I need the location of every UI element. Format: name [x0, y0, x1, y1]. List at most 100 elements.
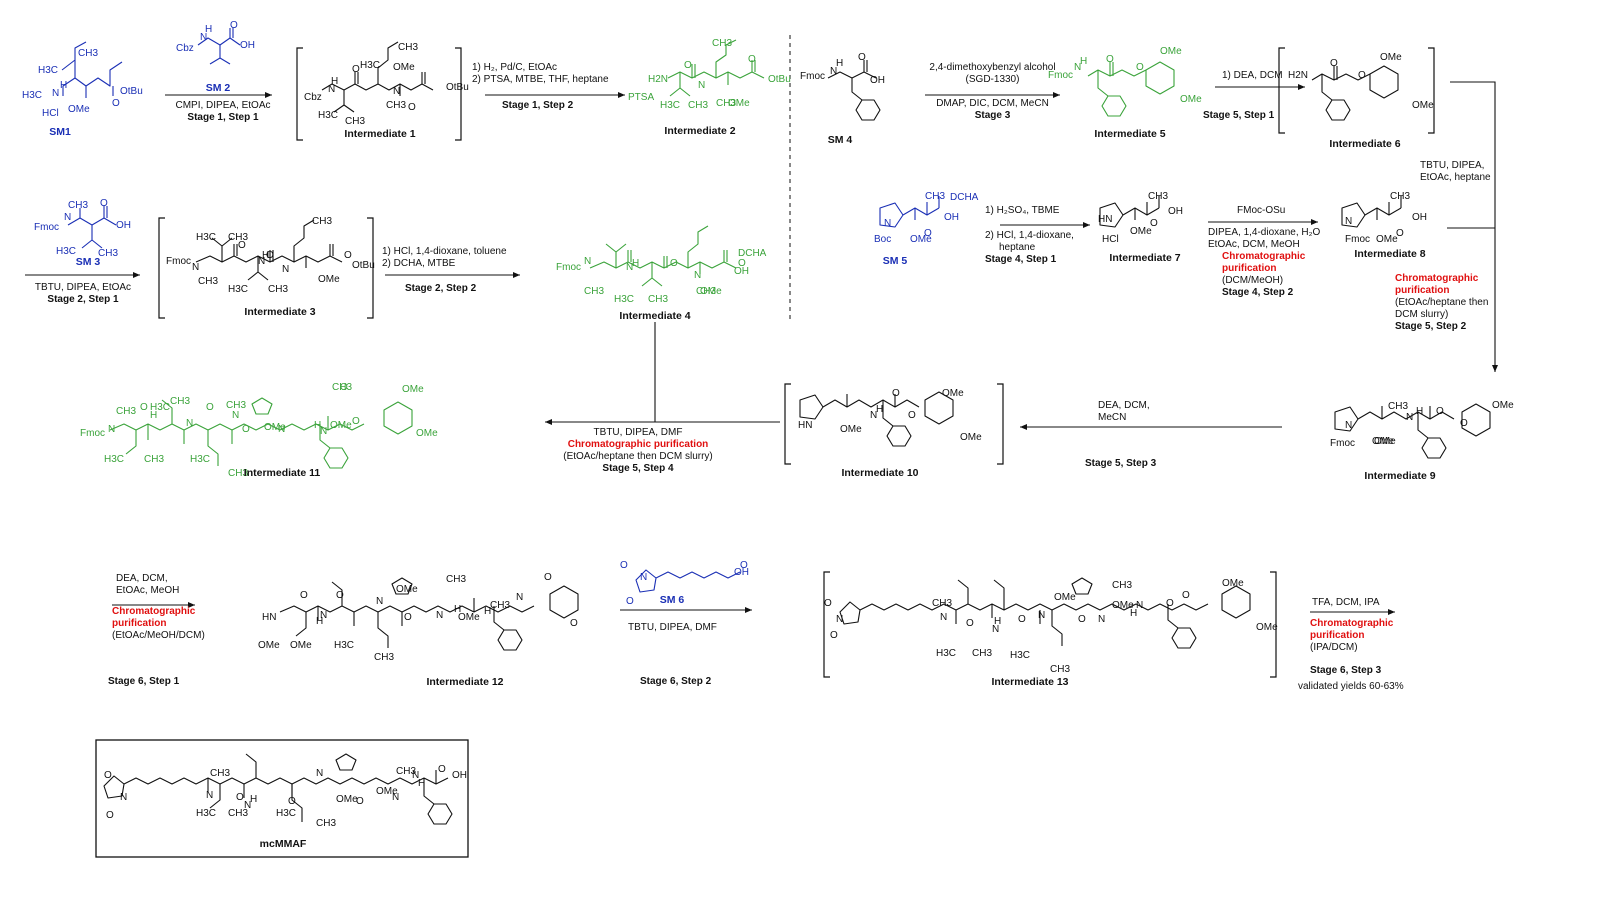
atom-label-int3: OtBu — [352, 260, 375, 271]
atom-label-int8: N — [1345, 216, 1353, 227]
atom-label-int2: OtBu — [768, 74, 791, 85]
atom-label-int13: OMe — [1112, 600, 1134, 611]
label-int3: Intermediate 3 — [244, 306, 316, 318]
atom-label-int4: N — [694, 270, 702, 281]
atom-label-int1: O — [408, 102, 416, 113]
atom-label-mcmmaf: H3C — [276, 808, 297, 819]
atom-label-int13: CH3 — [972, 648, 993, 659]
atom-label-int2: CH3 — [716, 98, 737, 109]
atom-label-sm6: O — [620, 560, 628, 571]
reagents-stage4-step2-below: DIPEA, 1,4-dioxane, H₂O EtOAc, DCM, MeOH… — [1208, 227, 1321, 298]
atom-label-sm3: OH — [116, 220, 131, 231]
atom-label-int13: OMe — [1256, 622, 1278, 633]
atom-label-int12: O — [404, 612, 412, 623]
atom-label-int12: O — [570, 618, 578, 629]
atom-label-int5: Fmoc — [1048, 70, 1073, 81]
arrow-stage5-step2 — [1450, 81, 1498, 372]
atom-label-sm2: N — [200, 32, 208, 43]
atom-label-int11: N — [278, 424, 286, 435]
atom-label-mcmmaf: O — [106, 810, 114, 821]
atom-label-int3: CH3 — [228, 232, 249, 243]
reagents-stage5-step2-below: Chromatographic purification (EtOAc/hept… — [1395, 273, 1489, 332]
reagents-stage4-step1-below: 2) HCl, 1,4-dioxane, heptane Stage 4, St… — [985, 230, 1074, 265]
atom-label-int12: H3C — [334, 640, 355, 651]
atom-label-int2: H3C — [660, 100, 681, 111]
reagents-stage2-step2: 1) HCl, 1,4-dioxane, toluene 2) DCHA, MT… — [382, 246, 507, 269]
atom-label-mcmmaf: CH3 — [228, 808, 249, 819]
atom-label-int13: OMe — [1054, 592, 1076, 603]
stage-label-stage6-step1: Stage 6, Step 1 — [108, 676, 180, 687]
atom-label-int8: O — [1396, 228, 1404, 239]
structure-sm2 — [197, 28, 241, 65]
atom-label-mcmmaf: N — [244, 800, 252, 811]
atom-label-int4: H — [632, 258, 640, 269]
atom-label-sm3: CH3 — [68, 200, 89, 211]
stage-label-stage5-step1: Stage 5, Step 1 — [1203, 110, 1275, 121]
atom-label-mcmmaf: CH3 — [210, 768, 231, 779]
atom-label-sm5: CH3 — [925, 191, 946, 202]
atom-label-int1: H3C — [360, 60, 381, 71]
atom-label-int3: H3C — [228, 284, 249, 295]
atom-label-int1: CH3 — [386, 100, 407, 111]
atom-label-int13: O — [824, 598, 832, 609]
reagents-stage6-step1: DEA, DCM, EtOAc, MeOH — [116, 573, 180, 596]
structure-int6 — [1311, 65, 1399, 121]
atom-label-sm1: OMe — [68, 104, 90, 115]
reagents-stage5-step1: 1) DEA, DCM — [1222, 70, 1283, 81]
atom-label-int1: H3C — [318, 110, 339, 121]
label-mcmmaf: mcMMAF — [259, 838, 307, 850]
atom-label-int6: O — [1358, 70, 1366, 81]
reagents-stage6-step3: TFA, DCM, IPA — [1312, 597, 1380, 608]
atom-label-sm2: O — [230, 20, 238, 31]
atom-label-int1: N — [393, 86, 401, 97]
label-int2: Intermediate 2 — [664, 125, 736, 137]
atom-label-int10: O — [908, 410, 916, 421]
atom-label-int2: O — [748, 54, 756, 65]
atom-label-int10: OMe — [840, 424, 862, 435]
reagents-stage6-step2: TBTU, DIPEA, DMF — [628, 622, 717, 633]
atom-label-int4: CH3 — [648, 294, 669, 305]
atom-label-int11: OMe — [402, 384, 424, 395]
atom-label-int13: N — [940, 612, 948, 623]
atom-label-int12: OMe — [458, 612, 480, 623]
label-int6: Intermediate 6 — [1329, 138, 1401, 150]
atom-label-int11: OMe — [264, 422, 286, 433]
atom-label-int12: CH3 — [490, 600, 511, 611]
atom-label-sm1: O — [112, 98, 120, 109]
atom-label-int13: N — [1098, 614, 1106, 625]
label-int1: Intermediate 1 — [344, 128, 416, 140]
atom-label-int12: N — [516, 592, 524, 603]
atom-label-sm2: OH — [240, 40, 255, 51]
atom-label-int3: H — [262, 250, 270, 261]
atom-label-int8: OMe — [1376, 234, 1398, 245]
atom-label-int1: OtBu — [446, 82, 469, 93]
structure-int9 — [1334, 403, 1491, 459]
atom-label-int11: N — [186, 418, 194, 429]
atom-label-int12: H — [454, 604, 462, 615]
atom-label-int11: OMe — [416, 428, 438, 439]
atom-label-int13: N — [1136, 600, 1144, 611]
atom-label-int11: O — [206, 402, 214, 413]
atom-label-sm6: O — [740, 560, 748, 571]
atom-label-int13: O — [1018, 614, 1026, 625]
atom-label-int13: H3C — [936, 648, 957, 659]
atom-label-sm1: H3C — [22, 90, 43, 101]
atom-label-int12: N — [436, 610, 444, 621]
structure-int13 — [839, 577, 1251, 649]
structure-int5 — [1087, 61, 1175, 117]
atom-label-int3: H3C — [196, 232, 217, 243]
atom-label-int11: Fmoc — [80, 428, 105, 439]
atom-label-int9: O — [1460, 418, 1468, 429]
atom-label-int6: OMe — [1412, 100, 1434, 111]
atom-label-mcmmaf: H3C — [196, 808, 217, 819]
atom-label-int3: O — [344, 250, 352, 261]
atom-label-int4: Fmoc — [556, 262, 581, 273]
atom-label-int11: H — [314, 420, 322, 431]
reagents-stage2-step1: TBTU, DIPEA, EtOAc Stage 2, Step 1 — [34, 282, 132, 305]
atom-label-int11: O — [340, 382, 348, 393]
atom-label-int11: CH3 — [226, 400, 247, 411]
atom-label-int10: N — [870, 410, 878, 421]
atom-label-sm1: H3C — [38, 65, 59, 76]
atom-label-sm6: O — [626, 596, 634, 607]
